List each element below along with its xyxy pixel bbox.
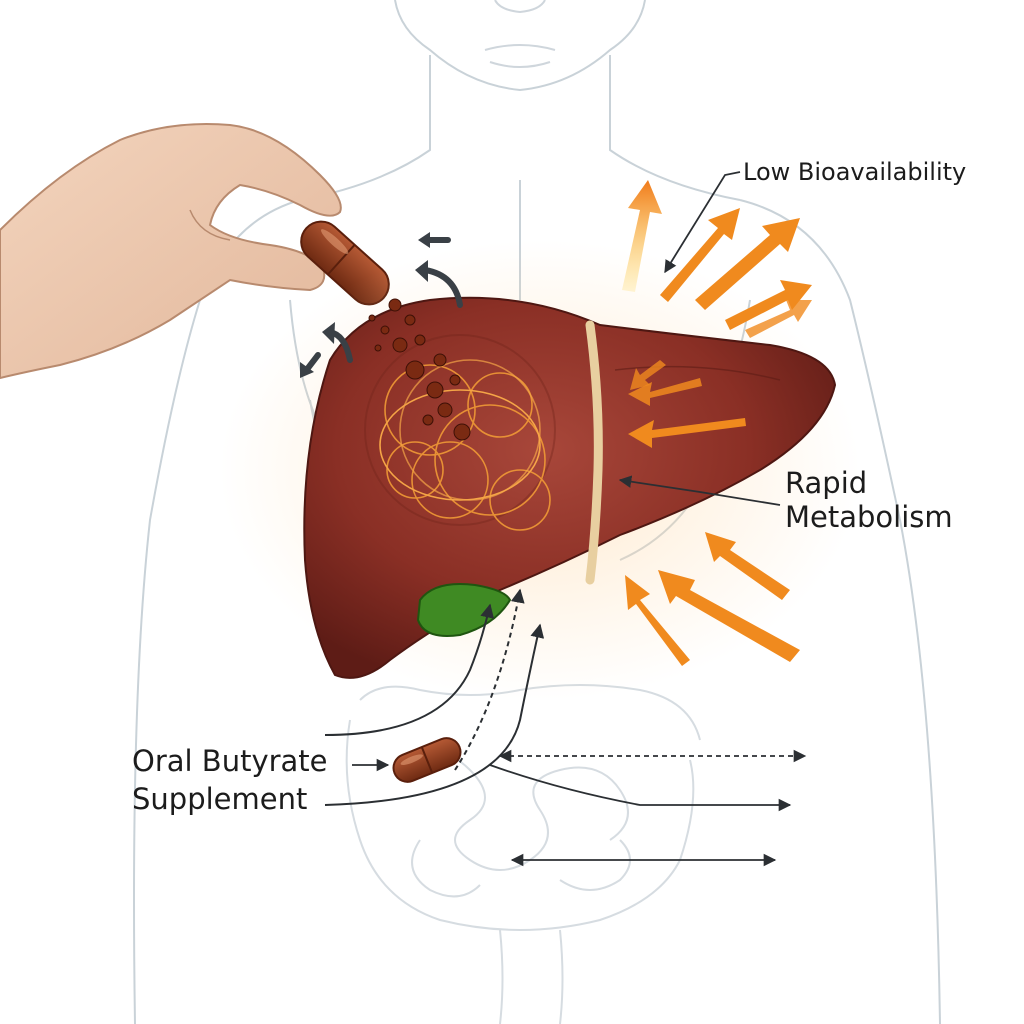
rapid-metabolism-label: Rapid Metabolism — [785, 466, 953, 534]
upper-solid-arrow — [489, 764, 792, 812]
low-bioavailability-label: Low Bioavailability — [743, 158, 967, 186]
low-bioavailability-pointer — [664, 171, 741, 274]
heat-arrow-4 — [745, 300, 812, 338]
absorption-pathways — [324, 588, 545, 806]
falciform-ligament — [585, 320, 603, 585]
heat-arrow-1 — [660, 208, 740, 302]
oral-capsule — [392, 737, 462, 783]
heat-arrow-up — [622, 180, 662, 292]
neck-outline — [299, 55, 741, 201]
hand-illustration — [0, 123, 342, 380]
metabolic-swirl — [364, 334, 556, 531]
intestines-outline — [345, 684, 701, 1024]
heat-arrow-3 — [725, 280, 812, 330]
capsule-granules — [368, 298, 471, 441]
distribution-arrows — [489, 749, 807, 867]
label-pointers — [352, 171, 781, 772]
heat-arrow-in-3 — [630, 360, 666, 390]
absorption-curved-arrows — [300, 232, 463, 378]
heat-arrow-in-2 — [628, 418, 746, 448]
heat-arrow-lower-2 — [658, 570, 800, 662]
oral-supplement-line-2: Supplement — [132, 782, 308, 816]
heat-arrows — [622, 180, 812, 666]
rapid-metabolism-pointer — [618, 475, 781, 506]
face-outline — [484, 0, 556, 68]
gallbladder — [416, 583, 512, 637]
oral-supplement-line-1: Oral Butyrate — [132, 744, 328, 778]
torso-right — [739, 199, 941, 1024]
oral-supplement-label: Oral Butyrate Supplement — [132, 742, 328, 818]
heat-arrow-lower-1 — [705, 532, 790, 600]
heat-arrow-2 — [695, 218, 800, 310]
rapid-metabolism-line-2: Metabolism — [785, 500, 953, 534]
rapid-metabolism-line-1: Rapid — [785, 466, 868, 500]
heat-arrow-lower-3 — [625, 575, 690, 666]
head-outline — [394, 0, 646, 92]
